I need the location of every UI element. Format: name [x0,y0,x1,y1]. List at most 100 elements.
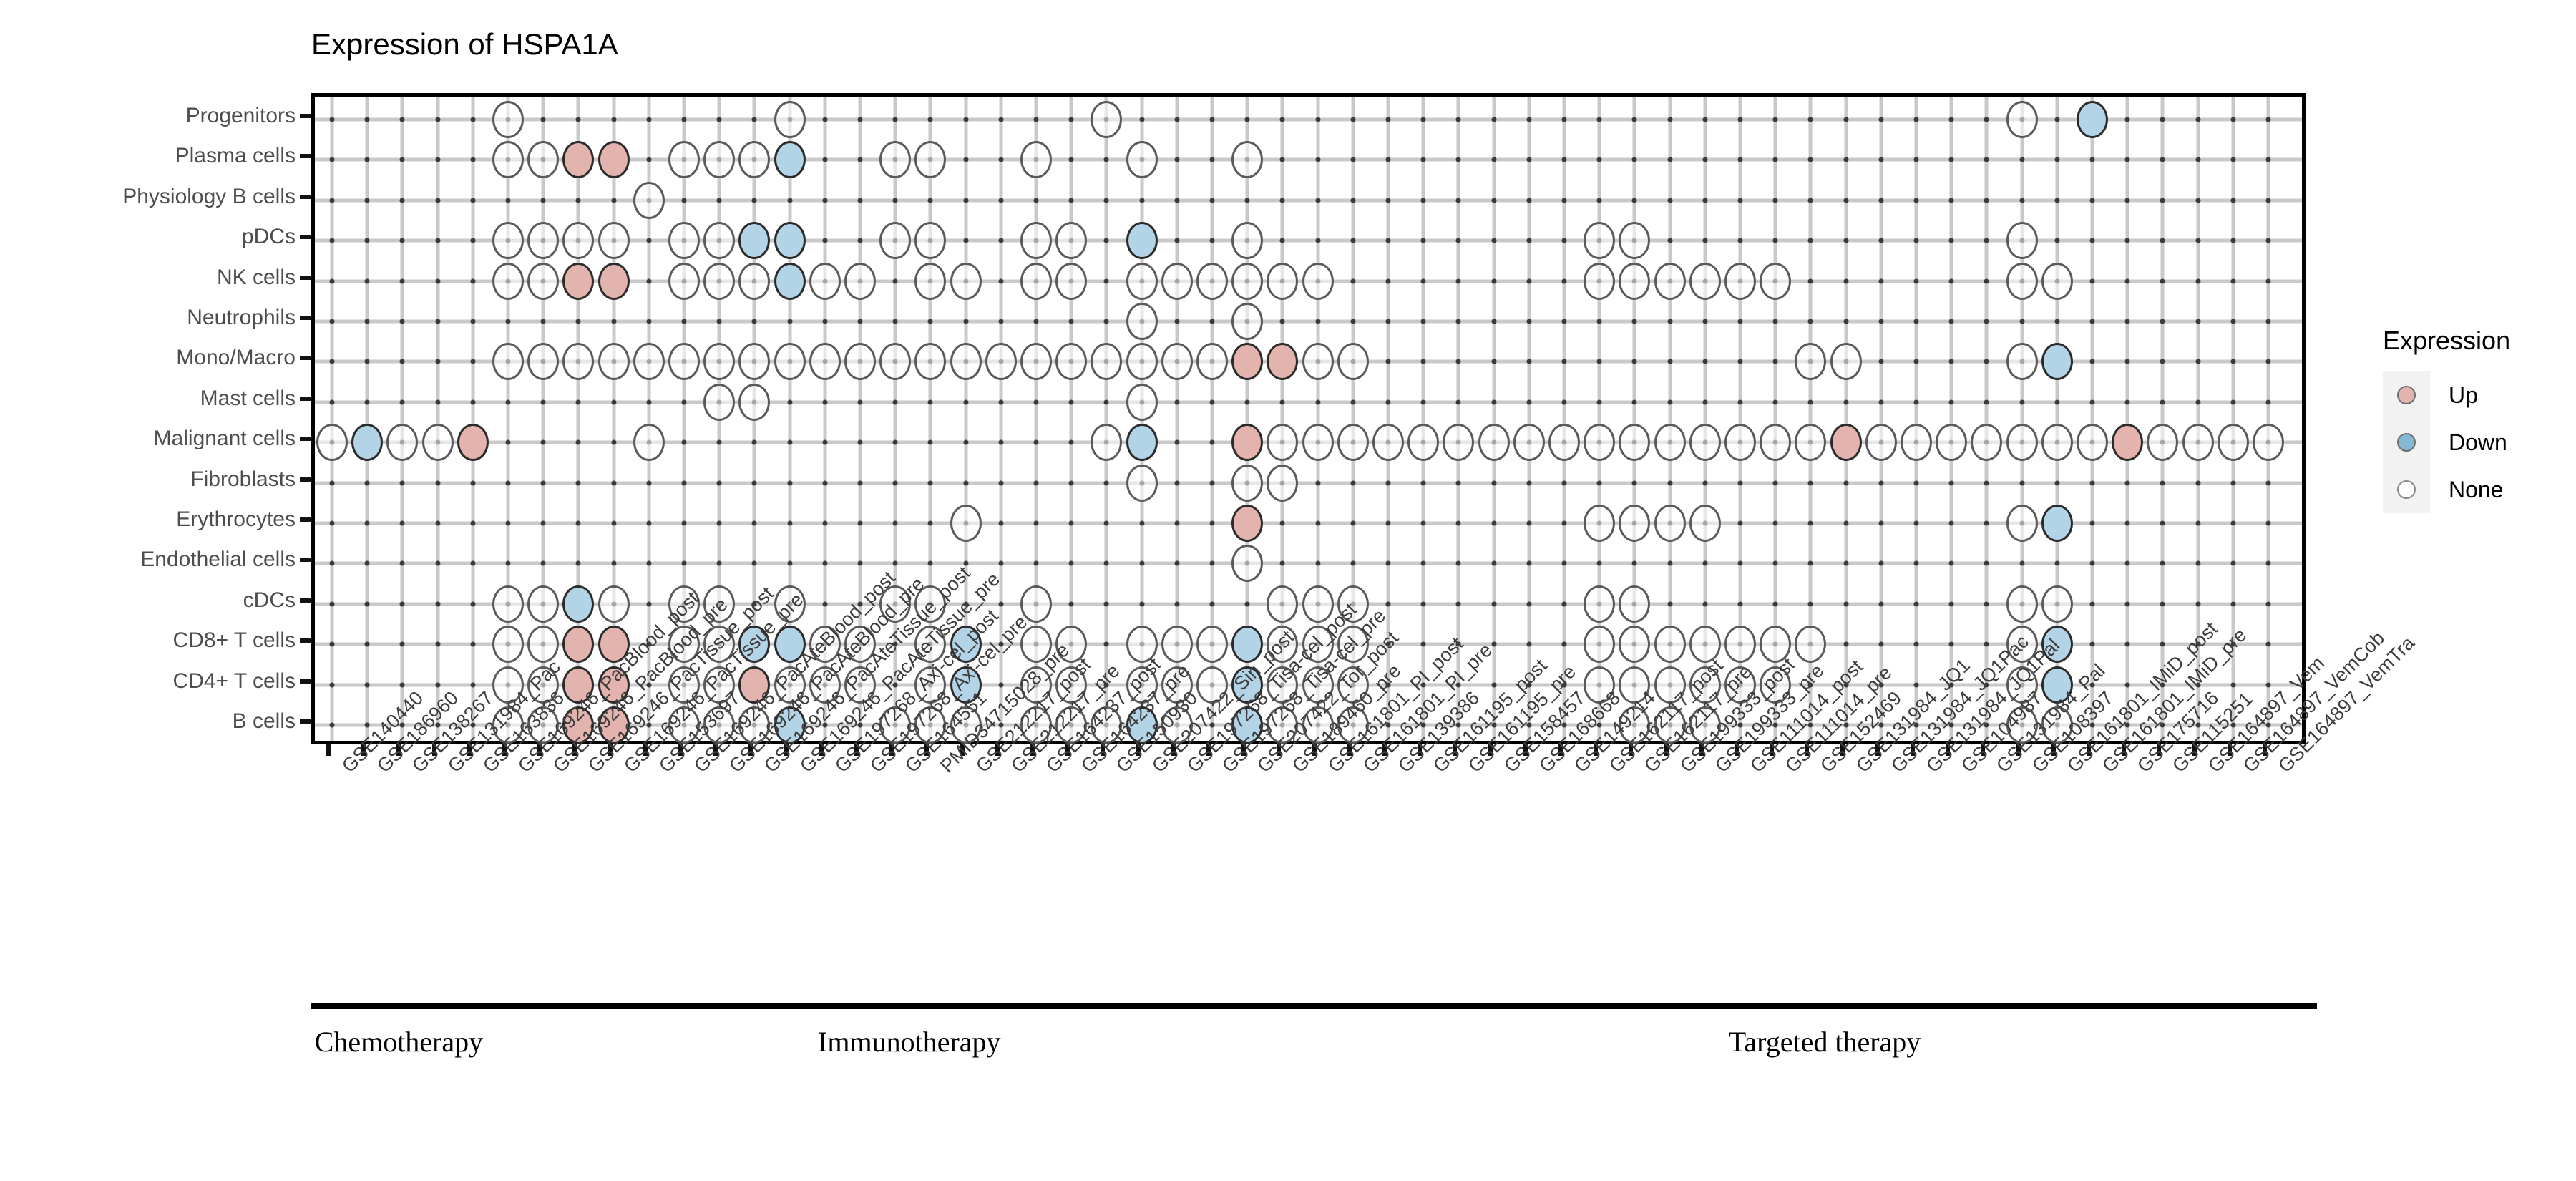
data-point-none[interactable] [2006,706,2038,744]
data-point-none[interactable] [492,222,524,260]
data-point-none[interactable] [1971,424,2003,462]
data-point-none[interactable] [1689,626,1721,664]
data-point-none[interactable] [703,222,736,260]
data-point-down[interactable] [1231,626,1264,664]
data-point-none[interactable] [844,626,876,664]
data-point-none[interactable] [844,666,876,704]
data-point-none[interactable] [1337,706,1369,744]
data-point-none[interactable] [703,585,736,623]
data-point-none[interactable] [738,706,771,744]
data-point-none[interactable] [950,505,982,542]
data-point-up[interactable] [457,424,489,462]
data-point-none[interactable] [633,424,665,462]
data-point-down[interactable] [738,222,771,260]
data-point-none[interactable] [2041,424,2073,462]
data-point-none[interactable] [1619,424,1651,462]
data-point-none[interactable] [1126,464,1158,502]
data-point-none[interactable] [1126,141,1158,179]
data-point-none[interactable] [1196,626,1228,664]
data-point-none[interactable] [809,666,841,704]
data-point-none[interactable] [1584,424,1616,462]
data-point-none[interactable] [1302,262,1334,300]
data-point-up[interactable] [562,706,595,744]
data-point-none[interactable] [774,585,806,623]
data-point-down[interactable] [774,706,806,744]
data-point-none[interactable] [914,262,947,300]
data-point-down[interactable] [1231,666,1264,704]
data-point-none[interactable] [1161,626,1193,664]
data-point-none[interactable] [2006,666,2038,704]
data-point-up[interactable] [1231,343,1264,381]
data-point-none[interactable] [1020,666,1052,704]
data-point-none[interactable] [1020,706,1052,744]
data-point-none[interactable] [914,585,947,623]
data-point-none[interactable] [668,706,700,744]
data-point-none[interactable] [1302,585,1334,623]
data-point-none[interactable] [1619,585,1651,623]
data-point-none[interactable] [1795,626,1827,664]
legend-item-up[interactable]: Up [2383,371,2510,419]
data-point-none[interactable] [1091,706,1123,744]
data-point-none[interactable] [1865,424,1897,462]
data-point-none[interactable] [774,343,806,381]
data-point-none[interactable] [1267,262,1299,300]
data-point-none[interactable] [1724,626,1756,664]
data-point-none[interactable] [1724,424,1756,462]
data-point-none[interactable] [1302,343,1334,381]
data-point-none[interactable] [1091,101,1123,138]
data-point-down[interactable] [774,222,806,260]
data-point-none[interactable] [1901,424,1932,462]
data-point-none[interactable] [492,626,524,664]
data-point-none[interactable] [2006,343,2038,381]
data-point-none[interactable] [527,706,560,744]
data-point-none[interactable] [1302,706,1334,744]
data-point-none[interactable] [1302,666,1334,704]
data-point-none[interactable] [1020,626,1052,664]
data-point-none[interactable] [1654,505,1686,542]
data-point-none[interactable] [1795,343,1827,381]
data-point-none[interactable] [562,222,595,260]
data-point-none[interactable] [2041,585,2073,623]
data-point-none[interactable] [1126,343,1158,381]
data-point-none[interactable] [1020,262,1052,300]
data-point-none[interactable] [703,706,736,744]
data-point-down[interactable] [774,141,806,179]
data-point-down[interactable] [2041,505,2073,542]
data-point-none[interactable] [1161,706,1193,744]
data-point-none[interactable] [1337,343,1369,381]
data-point-none[interactable] [1126,303,1158,340]
data-point-none[interactable] [1055,626,1088,664]
data-point-none[interactable] [562,343,595,381]
data-point-none[interactable] [1020,585,1052,623]
data-point-down[interactable] [774,626,806,664]
data-point-none[interactable] [1407,424,1440,462]
data-point-none[interactable] [914,141,947,179]
data-point-none[interactable] [879,706,912,744]
data-point-none[interactable] [914,343,947,381]
data-point-none[interactable] [1161,262,1193,300]
data-point-none[interactable] [914,626,947,664]
data-point-none[interactable] [844,262,876,300]
data-point-none[interactable] [1584,262,1616,300]
data-point-none[interactable] [1302,626,1334,664]
data-point-none[interactable] [1337,666,1369,704]
data-point-down[interactable] [2077,101,2108,138]
data-point-none[interactable] [1654,262,1686,300]
data-point-down[interactable] [2041,666,2073,704]
data-point-down[interactable] [351,424,384,462]
data-point-none[interactable] [527,262,560,300]
data-point-none[interactable] [1760,424,1792,462]
data-point-none[interactable] [738,383,771,421]
data-point-up[interactable] [738,666,771,704]
data-point-none[interactable] [1267,706,1299,744]
data-point-none[interactable] [1267,666,1299,704]
data-point-none[interactable] [1548,424,1580,462]
data-point-none[interactable] [633,181,665,219]
data-point-none[interactable] [1267,585,1299,623]
data-point-none[interactable] [809,262,841,300]
data-point-none[interactable] [2006,262,2038,300]
data-point-none[interactable] [633,343,665,381]
data-point-none[interactable] [2006,626,2038,664]
data-point-none[interactable] [950,262,982,300]
data-point-none[interactable] [527,585,560,623]
